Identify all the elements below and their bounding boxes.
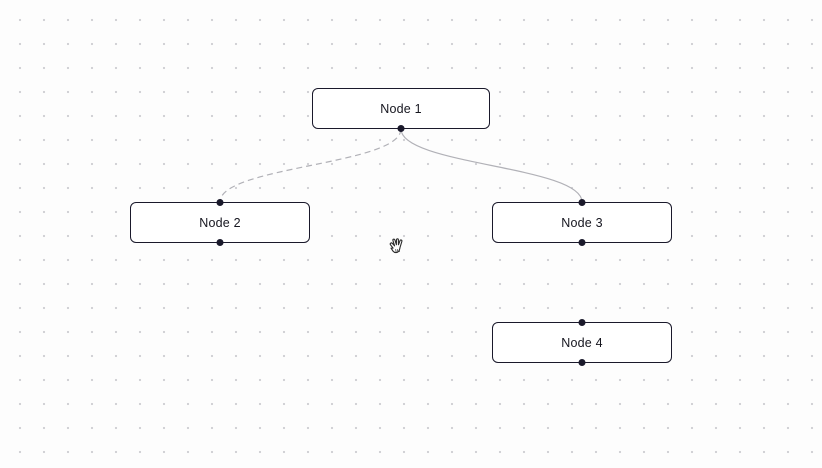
flow-node-2[interactable]: Node 2 [130, 198, 310, 247]
node-3-handle-bottom[interactable] [578, 239, 586, 247]
flow-node-1[interactable]: Node 1 [312, 88, 490, 133]
node-2-handle-bottom[interactable] [216, 239, 224, 247]
node-4-handle-bottom[interactable] [578, 359, 586, 367]
flow-node-4[interactable]: Node 4 [492, 318, 672, 367]
node-4-handle-top[interactable] [578, 318, 586, 326]
flow-node-3[interactable]: Node 3 [492, 198, 672, 247]
node-label: Node 4 [561, 335, 603, 350]
node-label: Node 2 [199, 215, 241, 230]
node-3-handle-top[interactable] [578, 198, 586, 206]
node-label: Node 1 [380, 101, 422, 116]
node-1-handle-bottom[interactable] [397, 125, 405, 133]
node-label: Node 3 [561, 215, 603, 230]
node-2-handle-top[interactable] [216, 198, 224, 206]
